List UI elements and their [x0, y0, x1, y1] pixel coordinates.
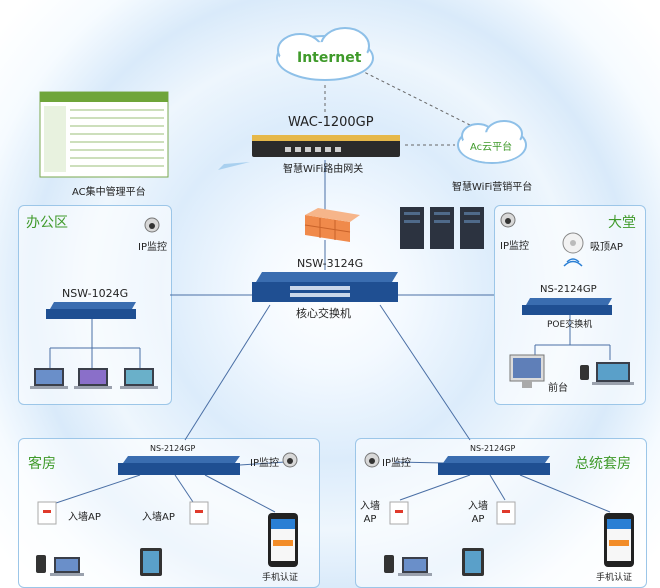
office-camera-icon: [144, 217, 160, 233]
ceiling-ap-label: 吸顶AP: [590, 242, 623, 253]
ac-cloud-icon: [457, 120, 527, 164]
gateway-model: WAC-1200GP: [288, 115, 374, 130]
suite-phone-caption: 手机认证: [596, 573, 633, 583]
lobby-camera-label: IP监控: [500, 241, 529, 252]
lobby-desk-label: 前台: [548, 383, 568, 394]
internet-label: Internet: [297, 50, 362, 66]
arrow-icon: [218, 162, 250, 170]
guest-phone-caption: 手机认证: [262, 573, 299, 583]
suite-ap2-label: 入墙 AP: [468, 501, 488, 525]
lobby-camera-icon: [500, 212, 516, 228]
solid-links: [49, 160, 611, 513]
lobby-desktop-icon: [509, 354, 545, 388]
guest-camera-icon: [282, 452, 298, 468]
office-camera-label: IP监控: [138, 242, 167, 253]
office-laptops-icon: [30, 368, 158, 389]
suite-camera-icon: [364, 452, 380, 468]
ac-management-screen-icon: [39, 91, 169, 178]
dashed-links: [324, 69, 481, 146]
guest-devices-icon: [36, 513, 298, 576]
core-switch-model: NSW-3124G: [297, 257, 364, 270]
guest-camera-label: IP监控: [250, 458, 279, 469]
gateway-caption: 智慧WiFi路由网关: [283, 164, 364, 175]
lobby-switch-caption: POE交换机: [547, 320, 593, 330]
office-switch-model: NSW-1024G: [62, 287, 129, 300]
core-switch-caption: 核心交换机: [296, 307, 351, 320]
suite-wall-ap-icon: [389, 501, 516, 525]
internet-cloud-icon: [276, 27, 374, 81]
guest-switch-model: NS-2124GP: [150, 444, 196, 453]
gateway-router-icon: [252, 135, 400, 157]
cloud-platform-caption: 智慧WiFi营销平台: [452, 182, 533, 193]
suite-switch-model: NS-2124GP: [470, 444, 516, 453]
ac-platform-caption: AC集中管理平台: [72, 187, 146, 198]
suite-camera-label: IP监控: [382, 458, 411, 469]
suite-title: 总统套房: [575, 456, 631, 472]
server-rack-icon: [400, 207, 484, 249]
suite-devices-icon: [384, 513, 634, 576]
office-title: 办公区: [26, 215, 68, 231]
suite-ap1-label: 入墙 AP: [360, 501, 380, 525]
guest-title: 客房: [28, 456, 56, 472]
lobby-switch-icon: [522, 298, 612, 315]
cloud-platform-label: Ac云平台: [470, 142, 513, 153]
lobby-title: 大堂: [608, 215, 636, 231]
guest-switch-icon: [118, 456, 240, 475]
guest-ap2-label: 入墙AP: [142, 512, 175, 523]
guest-ap1-label: 入墙AP: [68, 512, 101, 523]
office-switch-icon: [46, 302, 136, 319]
core-switch-icon: [252, 272, 398, 302]
lobby-laptop-icon: [580, 362, 634, 385]
firewall-icon: [304, 208, 360, 242]
suite-switch-icon: [438, 456, 550, 475]
lobby-switch-model: NS-2124GP: [540, 284, 597, 295]
ceiling-ap-icon: [562, 232, 584, 267]
guest-wall-ap-icon: [37, 501, 209, 525]
